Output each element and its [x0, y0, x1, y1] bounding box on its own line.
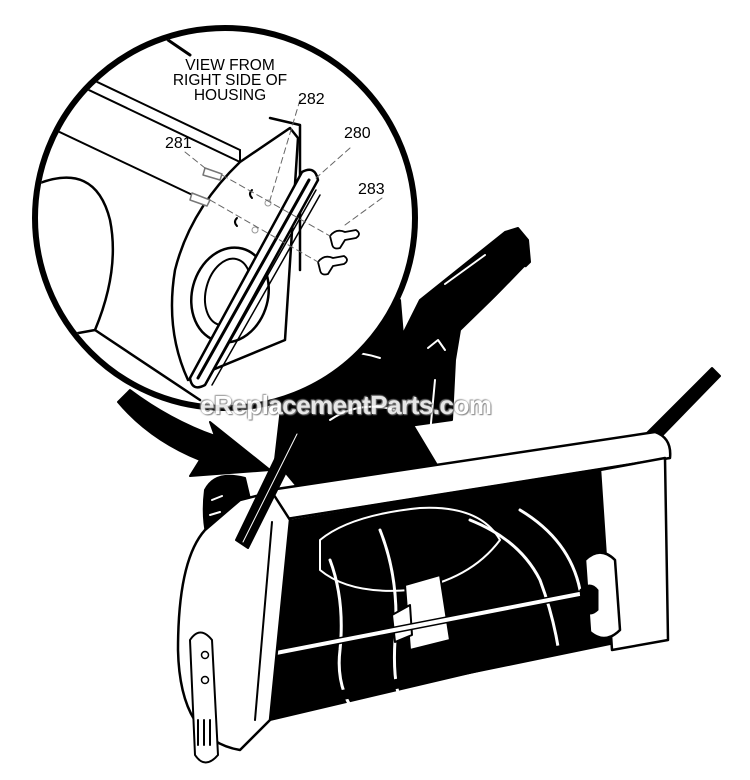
- callout-281: 281: [165, 135, 192, 152]
- view-title-line-3: HOUSING: [193, 87, 267, 104]
- view-title: VIEW FROM RIGHT SIDE OF HOUSING: [145, 57, 315, 104]
- carriage-bolt: [202, 167, 223, 181]
- carriage-bolt: [189, 192, 211, 207]
- scraper-bar: [240, 635, 615, 720]
- callout-282: 282: [298, 91, 325, 108]
- callout-280: 280: [344, 125, 371, 142]
- callout-283: 283: [358, 181, 385, 198]
- wing-nut: [317, 255, 348, 276]
- watermark: eReplacementParts.com: [200, 390, 492, 420]
- view-title-line-2: RIGHT SIDE OF: [172, 72, 288, 89]
- view-title-line-1: VIEW FROM: [185, 57, 275, 74]
- wing-nut: [329, 229, 360, 250]
- housing-side-panel: [170, 126, 300, 382]
- pointer-arrow: [117, 389, 271, 477]
